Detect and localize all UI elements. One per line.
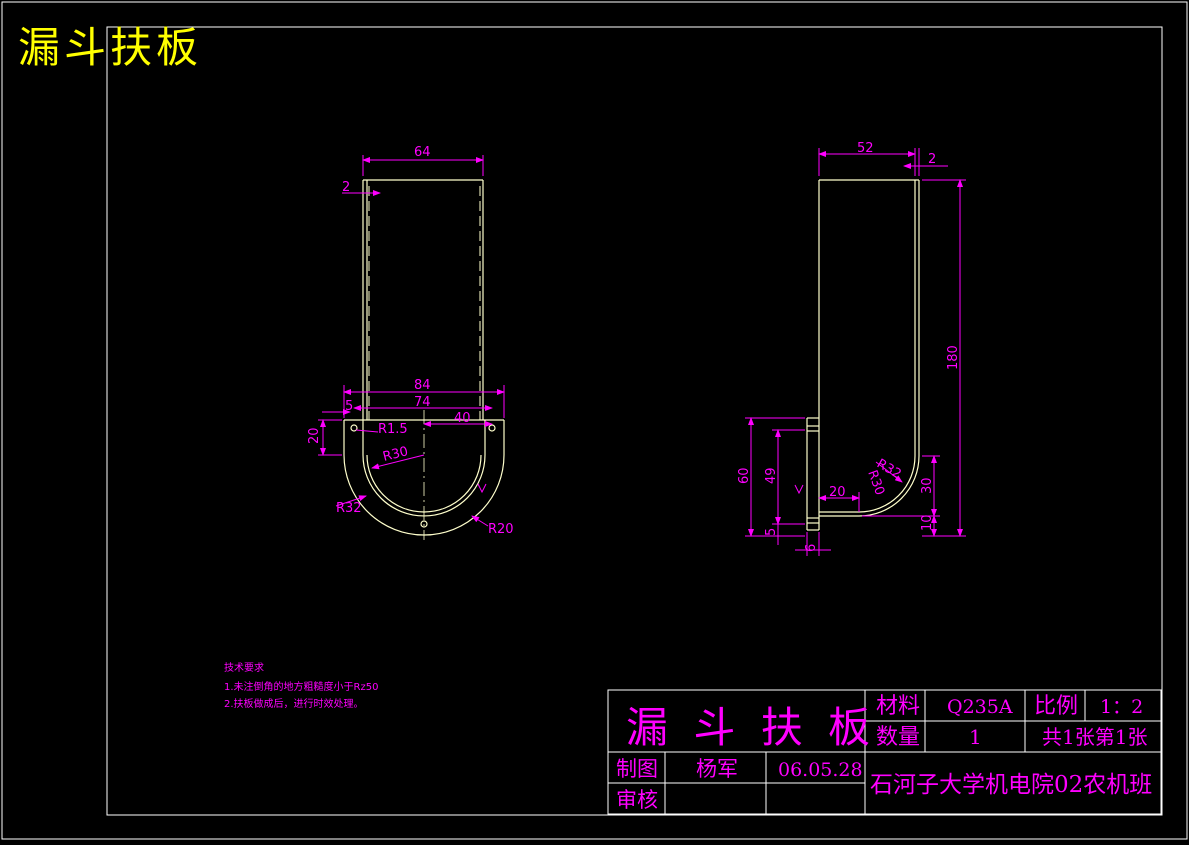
dim-2-side: 2 bbox=[928, 152, 936, 167]
scale-label: 比例 bbox=[1034, 694, 1078, 719]
quantity-value: 1 bbox=[969, 725, 982, 749]
dim-5-front: 5 bbox=[345, 399, 353, 414]
technical-notes: 技术要求 1.未注倒角的地方粗糙度小于Rz50 2.扶板做成后，进行时效处理。 bbox=[224, 661, 378, 710]
dim-30-side: 30 bbox=[920, 477, 935, 494]
dim-40: 40 bbox=[454, 411, 471, 426]
front-dimensions: 64 2 84 74 40 5 20 R1.5 R30 R32 R20 bbox=[307, 145, 514, 537]
check-label: 审核 bbox=[616, 788, 658, 812]
dim-r1-5: R1.5 bbox=[378, 422, 408, 437]
drawn-by: 杨军 bbox=[696, 757, 738, 781]
dim-10: 10 bbox=[920, 514, 935, 531]
dim-r30-front: R30 bbox=[381, 444, 409, 465]
side-dimensions: 52 2 180 30 10 60 49 5 6 20 R32 R30 bbox=[737, 141, 966, 556]
dim-84: 84 bbox=[414, 378, 431, 393]
dim-49: 49 bbox=[764, 467, 779, 484]
dim-20-front: 20 bbox=[307, 427, 322, 444]
corner-title: 漏斗扶板 bbox=[18, 23, 203, 72]
material-value: Q235A bbox=[947, 696, 1013, 718]
dim-180: 180 bbox=[946, 345, 961, 370]
material-label: 材料 bbox=[876, 694, 920, 719]
dim-60: 60 bbox=[737, 467, 752, 484]
sheet-count: 共1张第1张 bbox=[1042, 725, 1147, 749]
dim-64: 64 bbox=[414, 145, 431, 160]
school-name: 石河子大学机电院02农机班 bbox=[870, 772, 1152, 798]
dim-20-side: 20 bbox=[829, 485, 846, 500]
roughness-symbol-side bbox=[794, 484, 804, 495]
notes-line-2: 2.扶板做成后，进行时效处理。 bbox=[224, 697, 364, 710]
dim-2-front: 2 bbox=[342, 180, 350, 195]
title-block: 漏 斗 扶 板 材料 Q235A 比例 1：2 数量 1 共1张第1张 制图 杨… bbox=[607, 689, 1162, 815]
dim-r32-front: R32 bbox=[336, 501, 362, 516]
part-name: 漏 斗 扶 板 bbox=[626, 703, 876, 752]
dim-5-side: 5 bbox=[764, 528, 779, 536]
inner-frame bbox=[106, 26, 1163, 816]
notes-heading: 技术要求 bbox=[224, 661, 264, 674]
scale-value: 1：2 bbox=[1100, 696, 1143, 718]
side-view bbox=[806, 179, 920, 531]
dim-52: 52 bbox=[857, 141, 874, 156]
quantity-label: 数量 bbox=[876, 725, 920, 750]
dim-6: 6 bbox=[804, 544, 819, 552]
notes-line-1: 1.未注倒角的地方粗糙度小于Rz50 bbox=[224, 680, 378, 693]
roughness-symbol-front bbox=[477, 483, 487, 494]
drawn-label: 制图 bbox=[616, 757, 658, 781]
dim-74: 74 bbox=[414, 395, 431, 410]
drawing-date: 06.05.28 bbox=[778, 759, 863, 781]
dim-r20: R20 bbox=[488, 522, 514, 537]
front-view bbox=[343, 179, 505, 540]
